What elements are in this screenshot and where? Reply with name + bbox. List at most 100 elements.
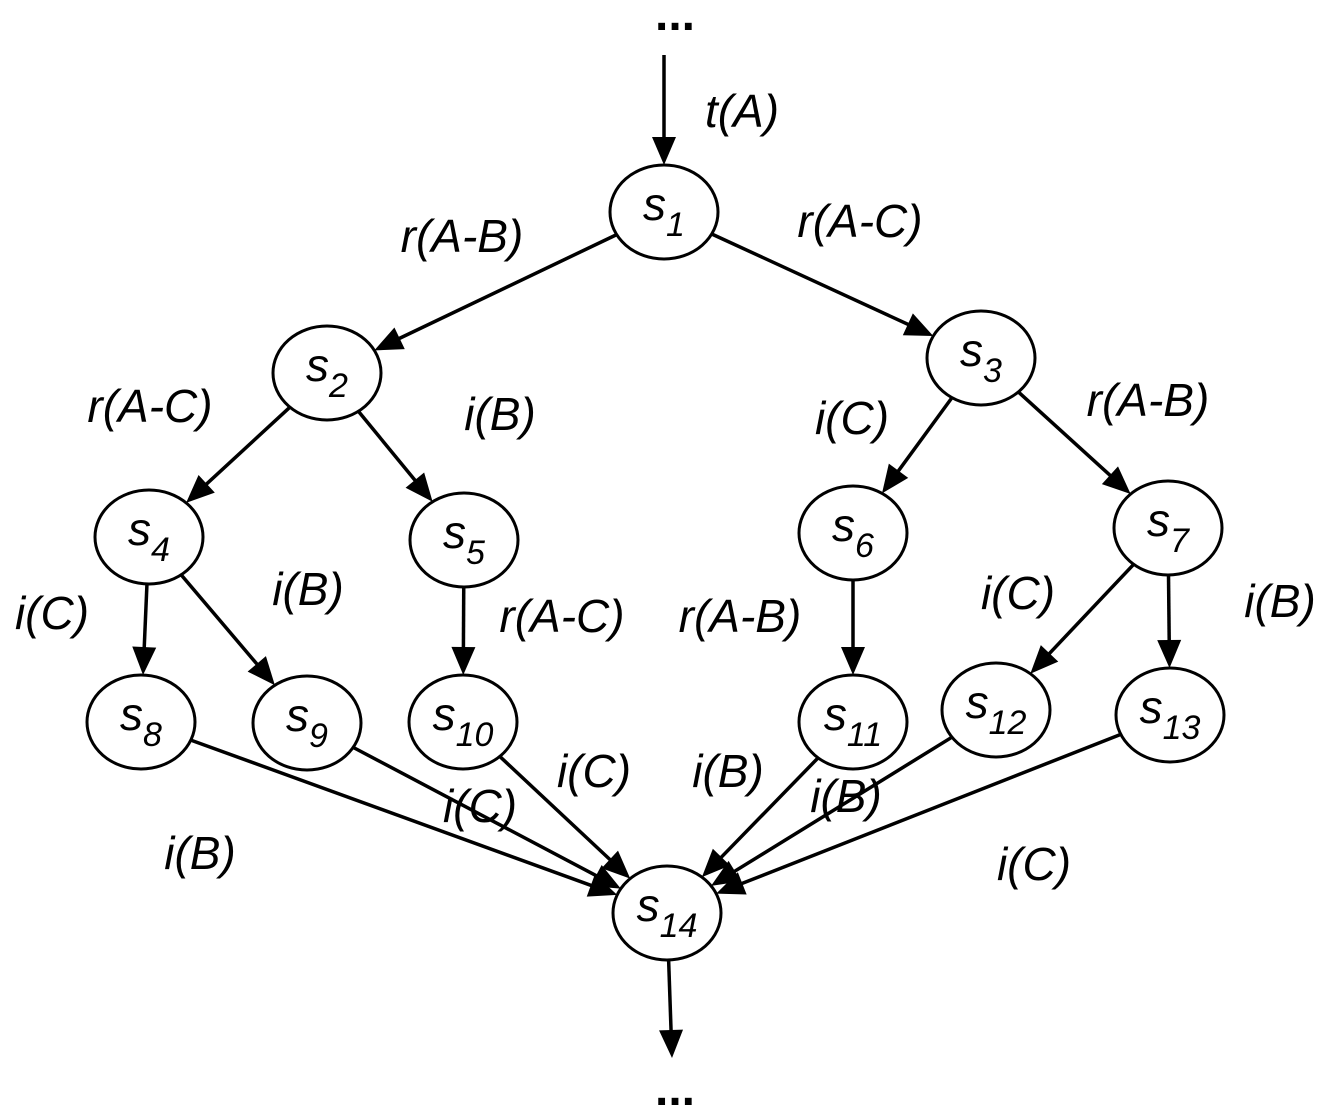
edge-line-s1-s2 <box>391 233 618 344</box>
edge-s4-s8 <box>132 583 157 676</box>
edge-line-s13-s14 <box>734 732 1122 888</box>
node-ellipse-s2 <box>271 324 383 422</box>
node-sub-s10: 10 <box>456 716 494 754</box>
node-label-s9: s9 <box>286 689 328 755</box>
arrowhead-s5-s10 <box>451 646 476 676</box>
edge-line-s4-s8 <box>142 583 149 656</box>
edge-line-s7-s13 <box>1166 574 1172 649</box>
node-s1: s1 <box>608 163 720 261</box>
arrowhead-top-s1 <box>652 137 676 165</box>
edge-label-s3-s7: r(A-B) <box>1087 374 1210 426</box>
arrowhead-s4-s8 <box>132 646 157 676</box>
node-main-s12: s <box>966 676 989 728</box>
node-s11: s11 <box>797 673 909 771</box>
edge-labels-layer: t(A)r(A-B)r(A-C)r(A-C)i(B)i(C)r(A-B)i(C)… <box>15 85 1316 890</box>
edge-line-s11-s14 <box>714 756 820 865</box>
node-sub-s6: 6 <box>855 527 874 565</box>
node-label-s14: s14 <box>637 879 698 945</box>
node-sub-s5: 5 <box>466 534 485 572</box>
node-label-s13: s13 <box>1140 681 1201 747</box>
node-label-s4: s4 <box>128 503 170 569</box>
edge-s4-s9 <box>179 573 275 686</box>
arrowhead-s1-s3 <box>902 313 934 337</box>
edge-s14-bottom <box>659 959 684 1058</box>
node-s14: s14 <box>611 864 723 962</box>
arrowhead-s14-bottom <box>659 1029 684 1058</box>
edge-label-s13-s14: i(C) <box>997 838 1071 890</box>
node-ellipse-s7 <box>1112 479 1224 577</box>
node-ellipse-s14 <box>611 864 723 962</box>
node-s9: s9 <box>251 674 363 772</box>
node-s13: s13 <box>1114 666 1226 764</box>
node-sub-s7: 7 <box>1170 522 1190 560</box>
edge-s5-s10 <box>451 586 476 676</box>
node-sub-s8: 8 <box>143 716 162 754</box>
edge-label-s2-s5: i(B) <box>464 388 536 440</box>
arrowhead-s13-s14 <box>716 872 747 895</box>
arrowhead-s9-s14 <box>590 864 621 889</box>
node-main-s3: s <box>960 324 983 376</box>
node-sub-s12: 12 <box>989 704 1027 742</box>
node-s2: s2 <box>271 324 383 422</box>
arrowhead-s1-s2 <box>374 327 405 351</box>
node-main-s4: s <box>128 503 151 555</box>
edge-s8-s14 <box>190 738 618 897</box>
edge-line-s4-s9 <box>179 573 264 672</box>
node-s4: s4 <box>93 488 205 586</box>
node-sub-s13: 13 <box>1163 709 1201 747</box>
edge-s1-s3 <box>710 232 934 337</box>
node-sub-s9: 9 <box>309 717 328 755</box>
node-ellipse-s12 <box>940 661 1052 759</box>
node-s5: s5 <box>408 491 520 589</box>
edge-line-s8-s14 <box>190 738 599 890</box>
edge-label-s6-s11: r(A-B) <box>679 590 802 642</box>
node-main-s8: s <box>120 688 143 740</box>
edge-line-s3-s7 <box>1017 390 1118 482</box>
arrowhead-s11-s14 <box>701 848 731 878</box>
arrowhead-s7-s12 <box>1030 645 1059 674</box>
node-label-s11: s11 <box>824 688 882 754</box>
arrowhead-s3-s7 <box>1101 466 1131 495</box>
edge-line-s12-s14 <box>727 735 953 877</box>
arrowhead-s3-s6 <box>881 463 909 494</box>
edge-line-s9-s14 <box>352 745 604 881</box>
edge-label-s9-s14: i(C) <box>443 780 517 832</box>
node-label-s5: s5 <box>443 506 485 572</box>
node-label-s1: s1 <box>643 178 685 244</box>
edge-s11-s14 <box>701 756 820 878</box>
edge-s2-s5 <box>357 410 433 502</box>
arrowhead-s7-s13 <box>1157 639 1182 669</box>
edge-label-s4-s9: i(B) <box>272 563 344 615</box>
edge-s3-s7 <box>1017 390 1131 495</box>
edge-label-s5-s10: r(A-C) <box>499 590 624 642</box>
edge-label-s8-s14: i(B) <box>164 827 236 879</box>
node-ellipse-s3 <box>925 309 1037 407</box>
edge-line-s10-s14 <box>498 755 617 867</box>
node-label-s2: s2 <box>306 339 348 405</box>
edge-s9-s14 <box>352 745 621 889</box>
node-s7: s7 <box>1112 479 1224 577</box>
node-main-s1: s <box>643 178 666 230</box>
node-s10: s10 <box>407 673 519 771</box>
edge-label-s2-s4: r(A-C) <box>87 380 212 432</box>
node-main-s7: s <box>1147 494 1170 546</box>
node-main-s9: s <box>286 689 309 741</box>
edge-label-s1-s2: r(A-B) <box>401 210 524 262</box>
edges-layer <box>132 55 1182 1058</box>
edge-label-s4-s8: i(C) <box>15 587 89 639</box>
edge-top-s1 <box>652 55 676 165</box>
edge-s3-s6 <box>881 396 954 494</box>
node-main-s13: s <box>1140 681 1163 733</box>
node-ellipse-s6 <box>797 484 909 582</box>
node-ellipse-s13 <box>1114 666 1226 764</box>
node-main-s6: s <box>832 499 855 551</box>
edge-line-s2-s5 <box>357 410 422 488</box>
arrowhead-s2-s5 <box>405 472 433 502</box>
arrowhead-s10-s14 <box>601 850 631 879</box>
node-label-s10: s10 <box>433 688 494 754</box>
node-label-s6: s6 <box>832 499 874 565</box>
edge-s1-s2 <box>374 233 618 351</box>
edge-label-s1-s3: r(A-C) <box>797 195 922 247</box>
